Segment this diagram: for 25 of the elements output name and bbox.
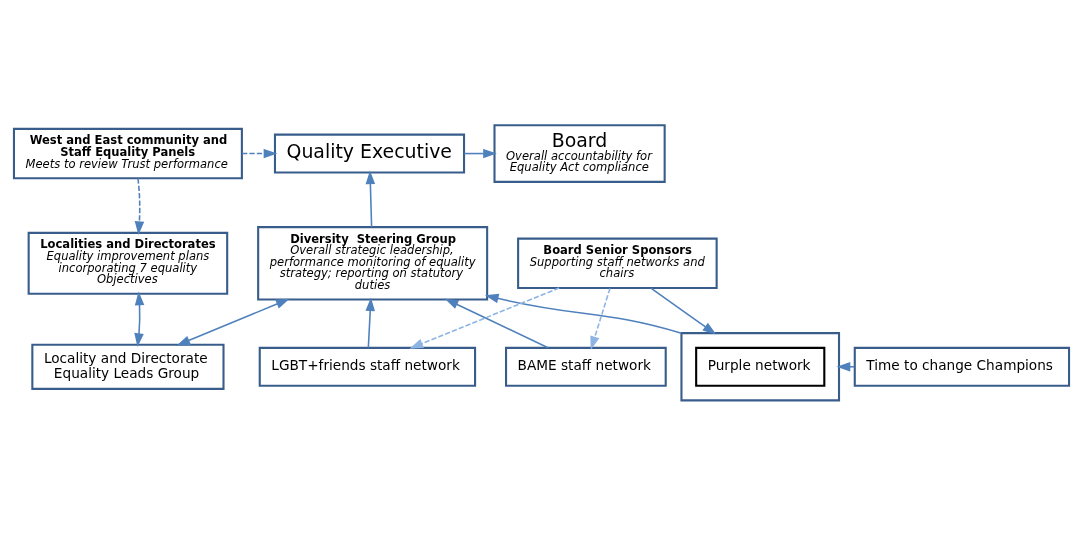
arrow bbox=[590, 287, 611, 350]
arrow bbox=[134, 177, 145, 236]
node-box: Locality and Directorate Equality Leads Group bbox=[31, 343, 225, 390]
arrow bbox=[650, 287, 717, 335]
node-box: West and East community and Staff Equality Panels Meets to review Trust performance bbox=[12, 127, 243, 180]
node-box: Board Overall accountability for Equality Act compliance bbox=[493, 124, 666, 183]
arrow bbox=[365, 297, 376, 349]
node-box: Purple network bbox=[695, 346, 826, 387]
arrow bbox=[409, 287, 560, 349]
arrow bbox=[836, 362, 856, 372]
arrow bbox=[134, 291, 145, 347]
node-box: Quality Executive bbox=[273, 133, 466, 174]
arrow bbox=[484, 293, 683, 334]
node-box: Board Senior Sponsors Supporting staff networks and chairs bbox=[517, 237, 718, 290]
node-box: Time to change Champions bbox=[853, 346, 1071, 387]
node-box: Localities and Directorates Equality improvement plans incorporating 7 equality Objectives bbox=[27, 231, 229, 295]
arrow bbox=[176, 298, 290, 346]
arrow bbox=[241, 148, 278, 159]
node-box: Diversity Steering Group Overall strategic leadership, performance monitoring of equality strategy; reporting on statutory duties bbox=[257, 226, 489, 301]
arrow bbox=[444, 298, 549, 349]
cluster bbox=[680, 332, 841, 402]
arrow bbox=[463, 148, 497, 159]
arrow bbox=[365, 170, 376, 228]
node-box: LGBT+friends staff network bbox=[258, 346, 477, 387]
node-box: BAME staff network bbox=[505, 346, 667, 387]
